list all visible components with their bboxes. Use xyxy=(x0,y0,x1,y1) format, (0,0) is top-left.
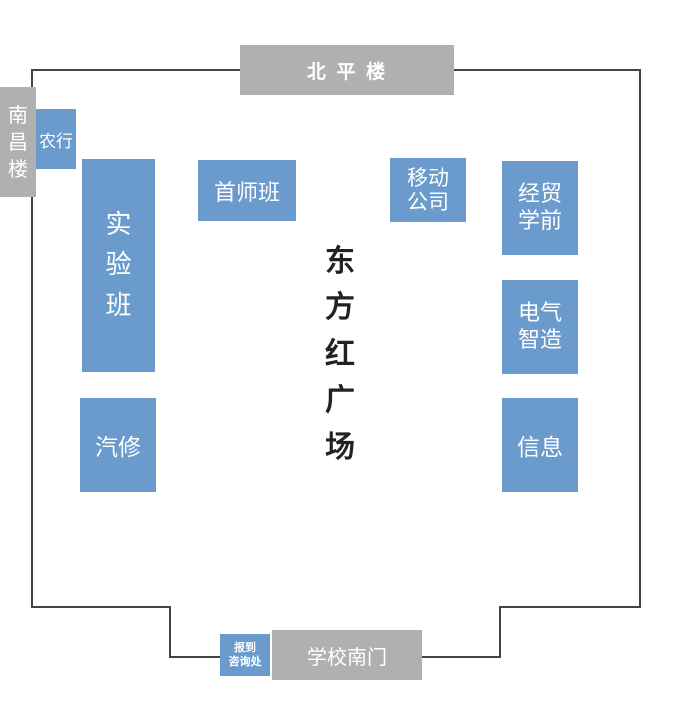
south-gate-box[interactable]: 学校南门 xyxy=(272,630,422,680)
information-box[interactable]: 信息 xyxy=(502,398,578,492)
economics-preschool-text: 经贸 学前 xyxy=(517,181,562,235)
registration-desk-box[interactable]: 报到 咨询处 xyxy=(220,634,270,676)
nanchang-building-label[interactable]: 南 昌 楼 xyxy=(0,87,36,197)
registration-desk-text: 报到 咨询处 xyxy=(228,640,262,668)
information-text: 信息 xyxy=(517,435,563,461)
experiment-class-text: 实 验 班 xyxy=(105,210,132,321)
dongfanghong-plaza-label: 东 方 红 广 场 xyxy=(325,243,355,465)
experiment-class-box[interactable]: 实 验 班 xyxy=(82,159,155,372)
mobile-company-box[interactable]: 移动 公司 xyxy=(390,158,466,222)
economics-preschool-box[interactable]: 经贸 学前 xyxy=(502,161,578,255)
shoushi-class-text: 首师班 xyxy=(213,180,280,206)
electrical-manufacturing-box[interactable]: 电气 智造 xyxy=(502,280,578,374)
electrical-manufacturing-text: 电气 智造 xyxy=(517,300,562,354)
agri-bank-text: 农行 xyxy=(39,131,73,152)
agri-bank-box[interactable]: 农行 xyxy=(36,109,76,169)
auto-repair-text: 汽修 xyxy=(95,435,141,461)
auto-repair-box[interactable]: 汽修 xyxy=(80,398,156,492)
nanchang-building-text: 南 昌 楼 xyxy=(8,102,28,181)
north-building-text: 北 平 楼 xyxy=(306,60,388,83)
shoushi-class-box[interactable]: 首师班 xyxy=(198,160,296,221)
north-building-label[interactable]: 北 平 楼 xyxy=(240,45,454,95)
south-gate-text: 学校南门 xyxy=(307,644,387,669)
mobile-company-text: 移动 公司 xyxy=(407,165,449,214)
